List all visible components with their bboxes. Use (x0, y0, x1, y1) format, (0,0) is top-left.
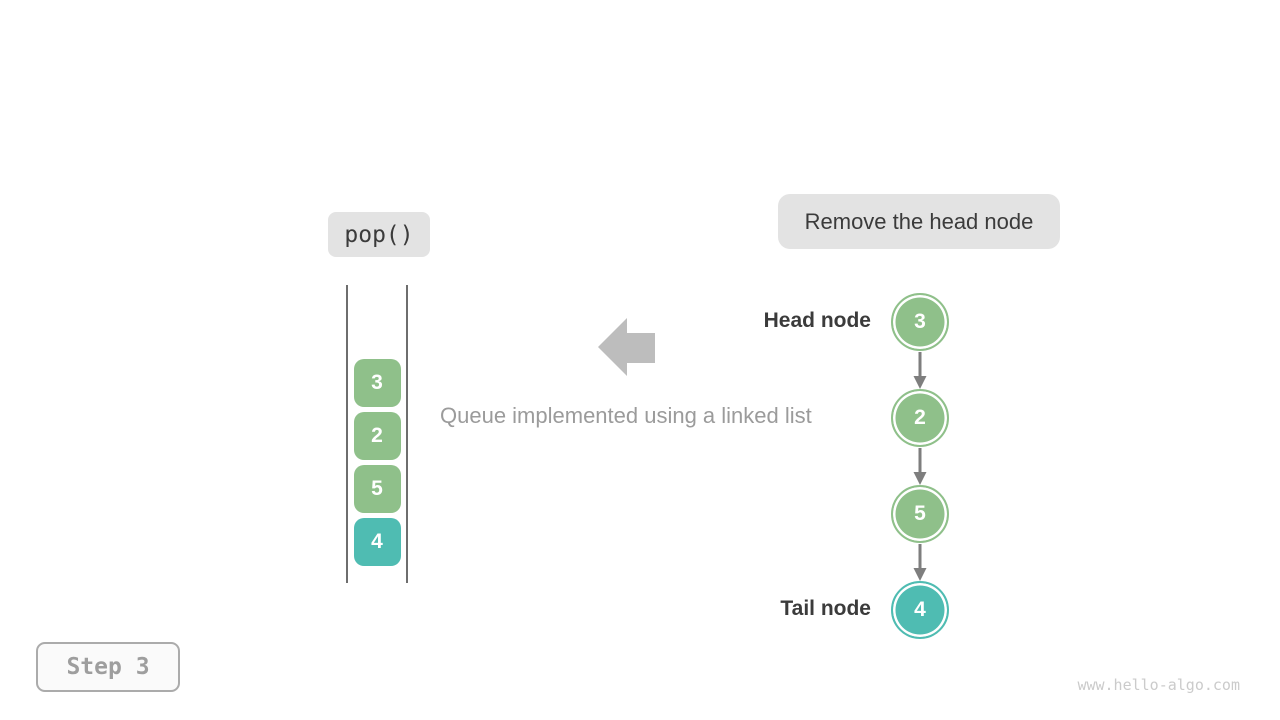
watermark-text: www.hello-algo.com (1077, 676, 1240, 694)
diagram-caption: Queue implemented using a linked list (440, 403, 812, 428)
head-node-label: Head node (763, 309, 871, 332)
remove-head-annotation: Remove the head node (778, 194, 1060, 249)
left-arrow-icon (598, 318, 655, 376)
queue-item-tail: 4 (353, 518, 401, 566)
down-arrow-icon (913, 448, 927, 485)
tail-node-label: Tail node (780, 597, 871, 620)
pop-operation-badge: pop() (328, 212, 430, 257)
queue-container: 3 2 5 4 (346, 285, 408, 583)
queue-item: 3 (353, 359, 401, 407)
step-badge: Step 3 (36, 642, 180, 692)
linked-list-node-head: 3 (891, 293, 949, 351)
queue-item: 5 (353, 465, 401, 513)
down-arrow-icon (913, 352, 927, 389)
linked-list-node: 2 (891, 389, 949, 447)
linked-list-node-tail: 4 (891, 581, 949, 639)
linked-list-node: 5 (891, 485, 949, 543)
down-arrow-icon (913, 544, 927, 581)
queue-item: 2 (353, 412, 401, 460)
